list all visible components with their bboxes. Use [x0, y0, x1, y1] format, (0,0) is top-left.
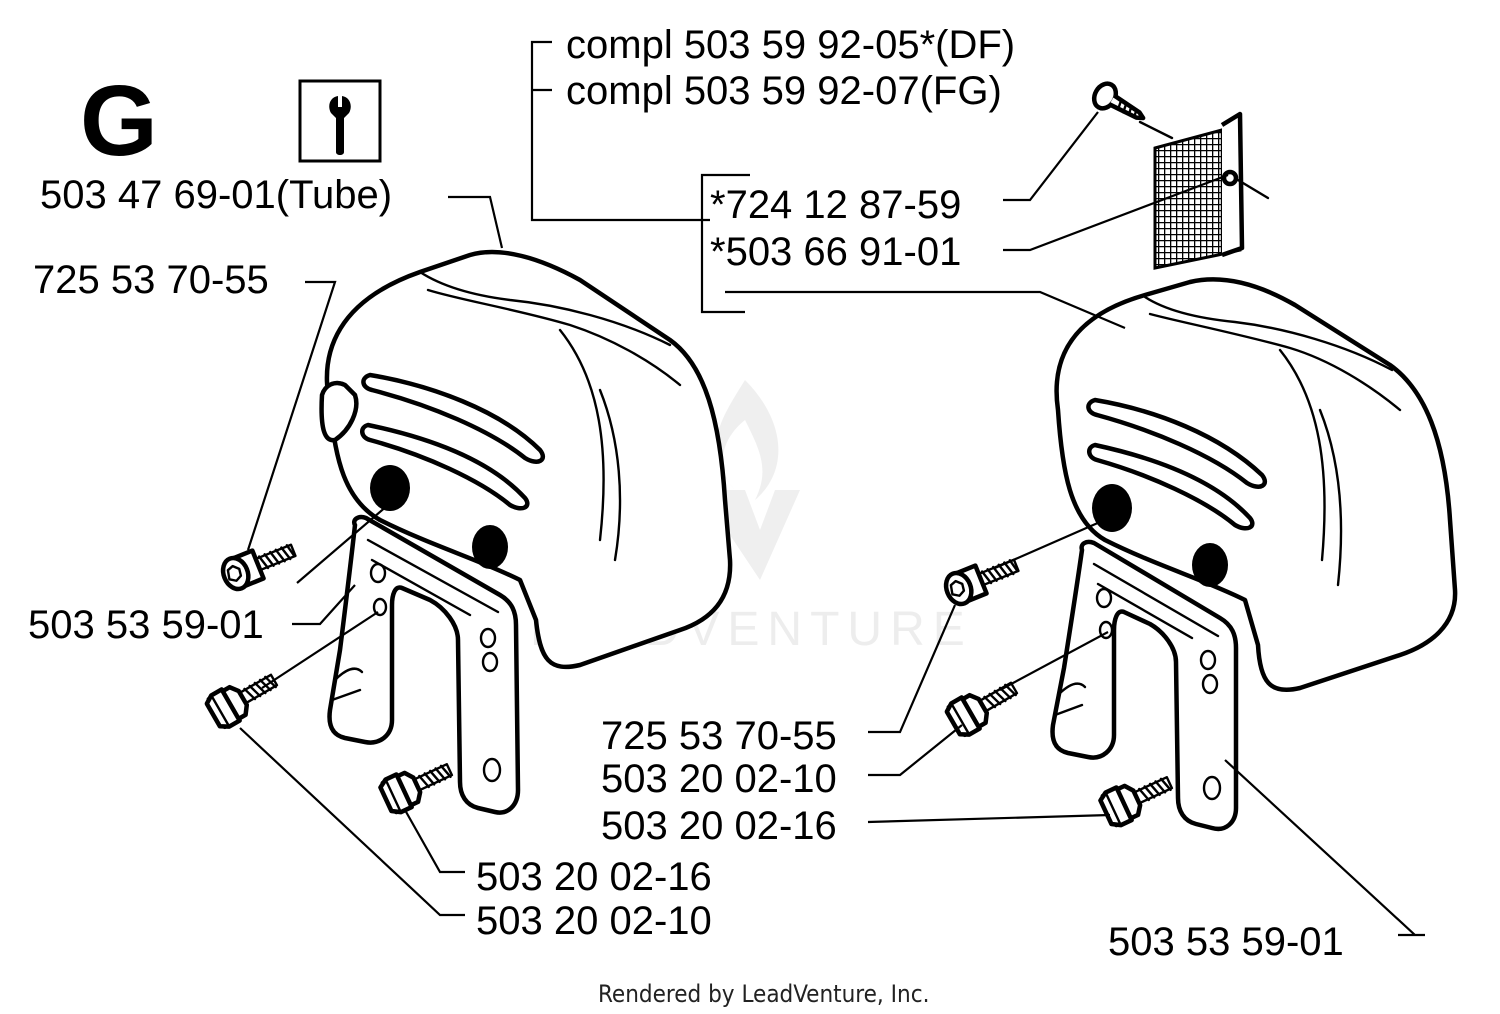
footer-credit: Rendered by LeadVenture, Inc. — [598, 980, 929, 1008]
leader-lines — [239, 40, 1425, 937]
label-left-725537055: 725 53 70-55 — [33, 258, 269, 302]
wrench-icon — [298, 79, 382, 163]
section-letter: G — [80, 65, 158, 177]
label-left-503200216: 503 20 02-16 — [476, 855, 712, 899]
label-compl-fg: compl 503 59 92-07(FG) — [566, 69, 1002, 113]
label-compl-df: compl 503 59 92-05*(DF) — [566, 23, 1015, 67]
label-right-503200210: 503 20 02-10 — [601, 757, 837, 801]
label-left-503535901: 503 53 59-01 — [28, 603, 264, 647]
label-right-503200216: 503 20 02-16 — [601, 804, 837, 848]
spark-arrestor-screen — [1138, 111, 1270, 270]
label-tube: 503 47 69-01(Tube) — [40, 173, 392, 217]
label-screw-724: *724 12 87-59 — [710, 183, 961, 227]
label-right-503535901: 503 53 59-01 — [1108, 920, 1344, 964]
screen-screw — [1091, 81, 1146, 121]
label-right-725537055: 725 53 70-55 — [601, 714, 837, 758]
label-screen-50366: *503 66 91-01 — [710, 230, 961, 274]
right-muffler-assembly — [942, 277, 1458, 832]
left-muffler-assembly — [204, 249, 733, 816]
label-left-503200210: 503 20 02-10 — [476, 899, 712, 943]
